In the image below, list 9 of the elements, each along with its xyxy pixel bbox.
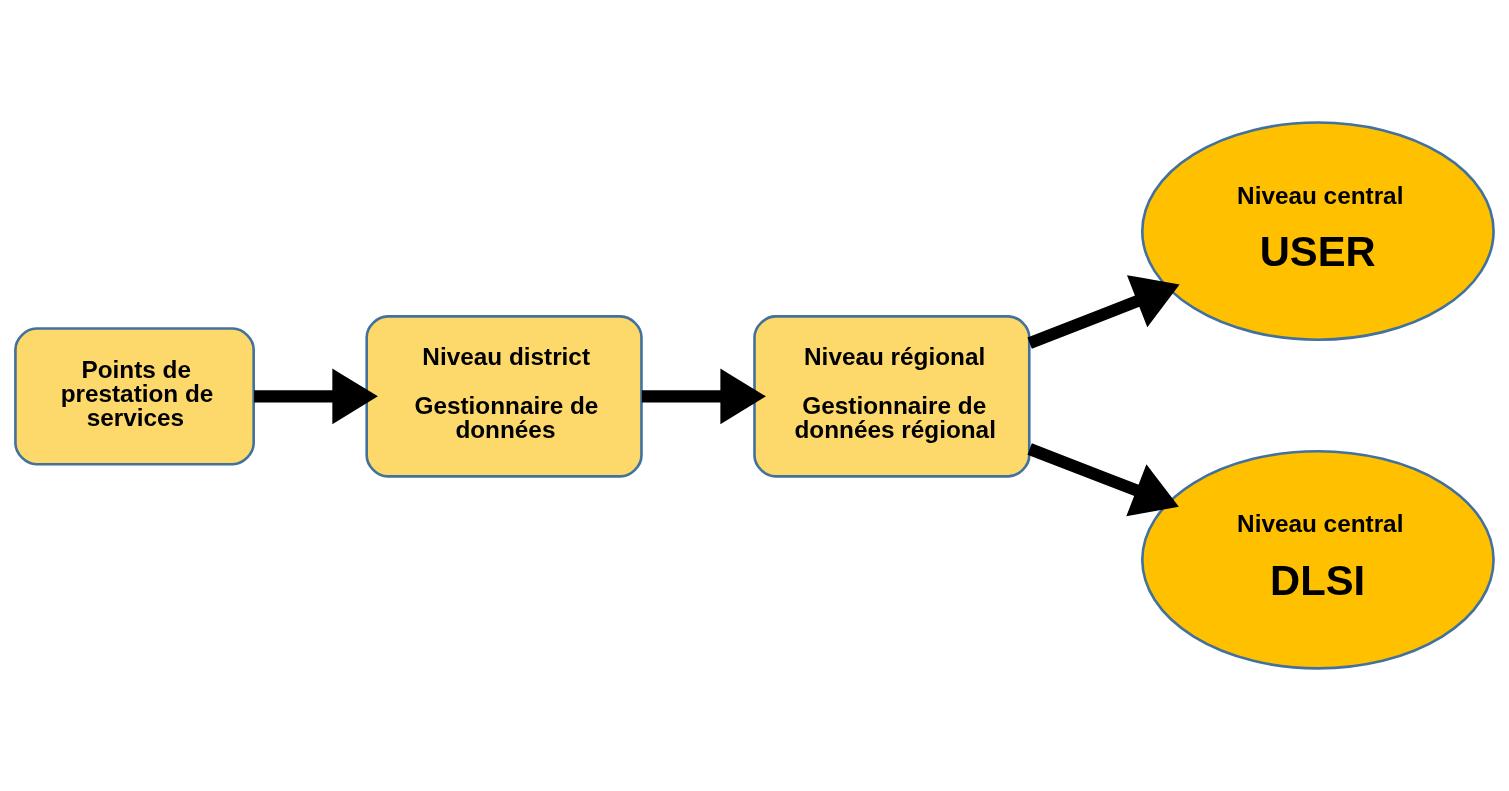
node-box: Niveau district Gestionnaire de données <box>365 315 643 478</box>
arrow <box>641 368 766 425</box>
node-ellipse: Niveau central USER <box>1141 121 1495 342</box>
node-box: Points de prestation de services <box>14 327 255 466</box>
arrow <box>254 368 378 425</box>
arrow <box>1027 443 1179 517</box>
arrow <box>1027 275 1180 349</box>
node-box: Niveau régional Gestionnaire de données régional <box>753 315 1031 478</box>
node-ellipse: Niveau central DLSI <box>1141 449 1495 670</box>
